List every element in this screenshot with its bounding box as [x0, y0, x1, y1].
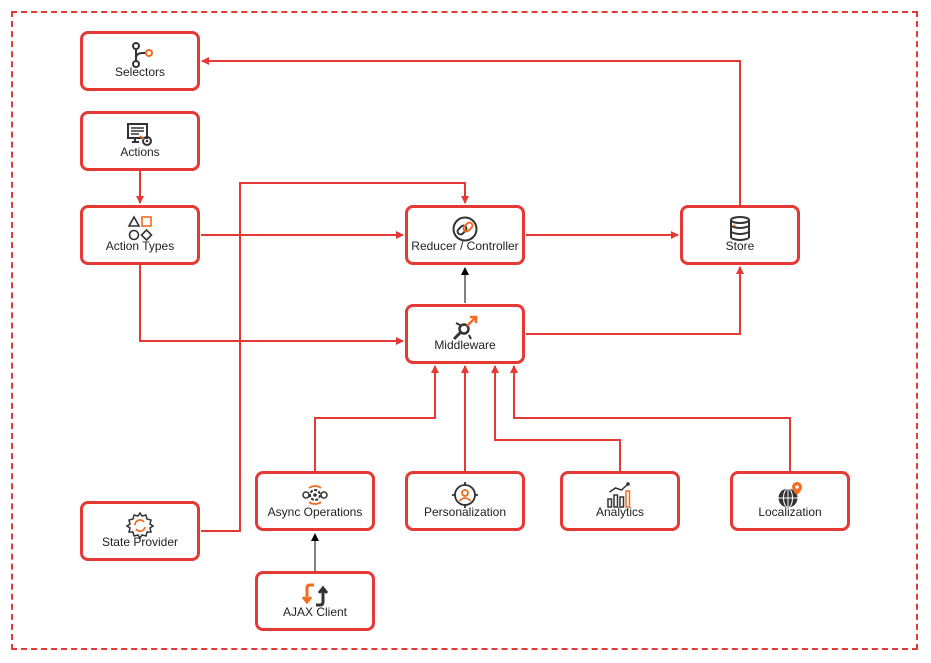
shapes-icon — [127, 215, 153, 242]
edge-localization-to-middleware — [510, 365, 791, 471]
action-types-node[interactable]: Action Types — [80, 205, 200, 265]
state-provider-label: State Provider — [101, 535, 179, 549]
edge-action-types-to-middleware — [139, 265, 404, 345]
middleware-label: Middleware — [434, 338, 496, 352]
store-label: Store — [725, 239, 755, 253]
action-types-label: Action Types — [105, 239, 175, 253]
reducer-controller-label: Reducer / Controller — [411, 239, 519, 253]
screen-gear-icon — [127, 123, 152, 146]
personalization-label: Personalization — [423, 505, 507, 519]
state-provider-node[interactable]: State Provider — [80, 501, 200, 561]
selectors-label: Selectors — [114, 65, 166, 79]
localization-label: Localization — [758, 505, 822, 519]
ajax-client-node[interactable]: AJAX Client — [255, 571, 375, 631]
edge-store-to-selectors — [201, 57, 741, 205]
ajax-arrows-icon — [301, 583, 329, 607]
analytics-label: Analytics — [595, 505, 645, 519]
bar-chart-icon — [607, 482, 631, 508]
globe-pin-icon — [778, 482, 802, 508]
reducer-controller-node[interactable]: Reducer / Controller — [405, 205, 525, 265]
actions-node[interactable]: Actions — [80, 111, 200, 171]
diagram-boundary — [11, 11, 918, 650]
personalization-node[interactable]: Personalization — [405, 471, 525, 531]
analytics-node[interactable]: Analytics — [560, 471, 680, 531]
edge-middleware-to-store — [526, 266, 744, 335]
database-icon — [730, 216, 750, 241]
link-icon — [452, 216, 478, 242]
fork-icon — [132, 42, 153, 68]
user-target-icon — [452, 482, 478, 508]
selectors-node[interactable]: Selectors — [80, 31, 200, 91]
actions-label: Actions — [120, 145, 160, 159]
localization-node[interactable]: Localization — [730, 471, 850, 531]
edge-state-provider-to-reducer — [201, 182, 469, 532]
connector-icon — [452, 315, 478, 341]
ajax-client-label: AJAX Client — [282, 605, 348, 619]
store-node[interactable]: Store — [680, 205, 800, 265]
async-operations-node[interactable]: Async Operations — [255, 471, 375, 531]
gears-cycle-icon — [302, 485, 328, 505]
async-operations-label: Async Operations — [267, 505, 363, 519]
edge-analytics-to-middleware — [491, 365, 621, 471]
edge-async-to-middleware — [314, 365, 439, 471]
gear-refresh-icon — [126, 511, 154, 539]
middleware-node[interactable]: Middleware — [405, 304, 525, 364]
